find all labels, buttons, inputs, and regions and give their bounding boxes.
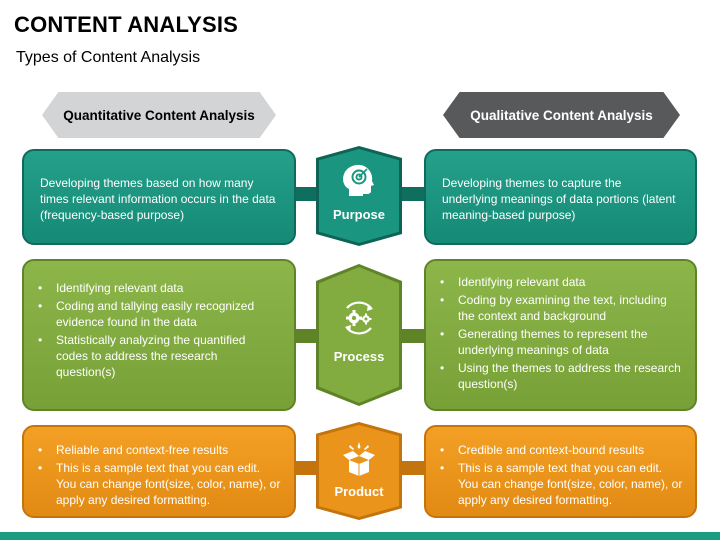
list-item: Coding by examining the text, including … bbox=[438, 292, 683, 324]
list-item: Reliable and context-free results bbox=[36, 442, 282, 458]
header-qualitative-label: Qualitative Content Analysis bbox=[470, 107, 653, 123]
page-title: CONTENT ANALYSIS bbox=[14, 12, 239, 37]
purpose-label: Purpose bbox=[332, 207, 385, 222]
process-right-box: Identifying relevant data Coding by exam… bbox=[424, 259, 697, 411]
product-left-box: Reliable and context-free results This i… bbox=[22, 425, 296, 518]
list-item: Identifying relevant data bbox=[438, 274, 683, 290]
purpose-left-box: Developing themes based on how many time… bbox=[22, 149, 296, 245]
list-item: This is a sample text that you can edit.… bbox=[438, 460, 683, 508]
gears-cycle-icon bbox=[345, 301, 373, 335]
process-right-list: Identifying relevant data Coding by exam… bbox=[438, 274, 683, 392]
list-item: Identifying relevant data bbox=[36, 280, 280, 296]
head-target-icon bbox=[343, 164, 374, 196]
list-item: This is a sample text that you can edit.… bbox=[36, 460, 282, 508]
process-left-box: Identifying relevant data Coding and tal… bbox=[22, 259, 296, 411]
product-right-list: Credible and context-bound results This … bbox=[438, 442, 683, 508]
footer-bar bbox=[0, 532, 720, 540]
product-label: Product bbox=[334, 484, 384, 499]
header-quantitative-label: Quantitative Content Analysis bbox=[63, 107, 255, 123]
product-left-list: Reliable and context-free results This i… bbox=[36, 442, 282, 508]
open-box-icon bbox=[343, 442, 375, 476]
purpose-left-text: Developing themes based on how many time… bbox=[40, 176, 276, 222]
header-qualitative: Qualitative Content Analysis bbox=[443, 92, 680, 138]
list-item: Using the themes to address the research… bbox=[438, 360, 683, 392]
header-quantitative: Quantitative Content Analysis bbox=[42, 92, 276, 138]
purpose-right-text: Developing themes to capture the underly… bbox=[442, 176, 676, 222]
process-label: Process bbox=[333, 349, 385, 364]
process-badge-inner bbox=[319, 267, 399, 403]
page-subtitle: Types of Content Analysis bbox=[16, 49, 201, 66]
list-item: Generating themes to represent the under… bbox=[438, 326, 683, 358]
process-left-list: Identifying relevant data Coding and tal… bbox=[36, 280, 280, 380]
list-item: Coding and tallying easily recognized ev… bbox=[36, 298, 280, 330]
purpose-right-box: Developing themes to capture the underly… bbox=[424, 149, 697, 245]
list-item: Statistically analyzing the quantified c… bbox=[36, 332, 280, 380]
list-item: Credible and context-bound results bbox=[438, 442, 683, 458]
product-right-box: Credible and context-bound results This … bbox=[424, 425, 697, 518]
